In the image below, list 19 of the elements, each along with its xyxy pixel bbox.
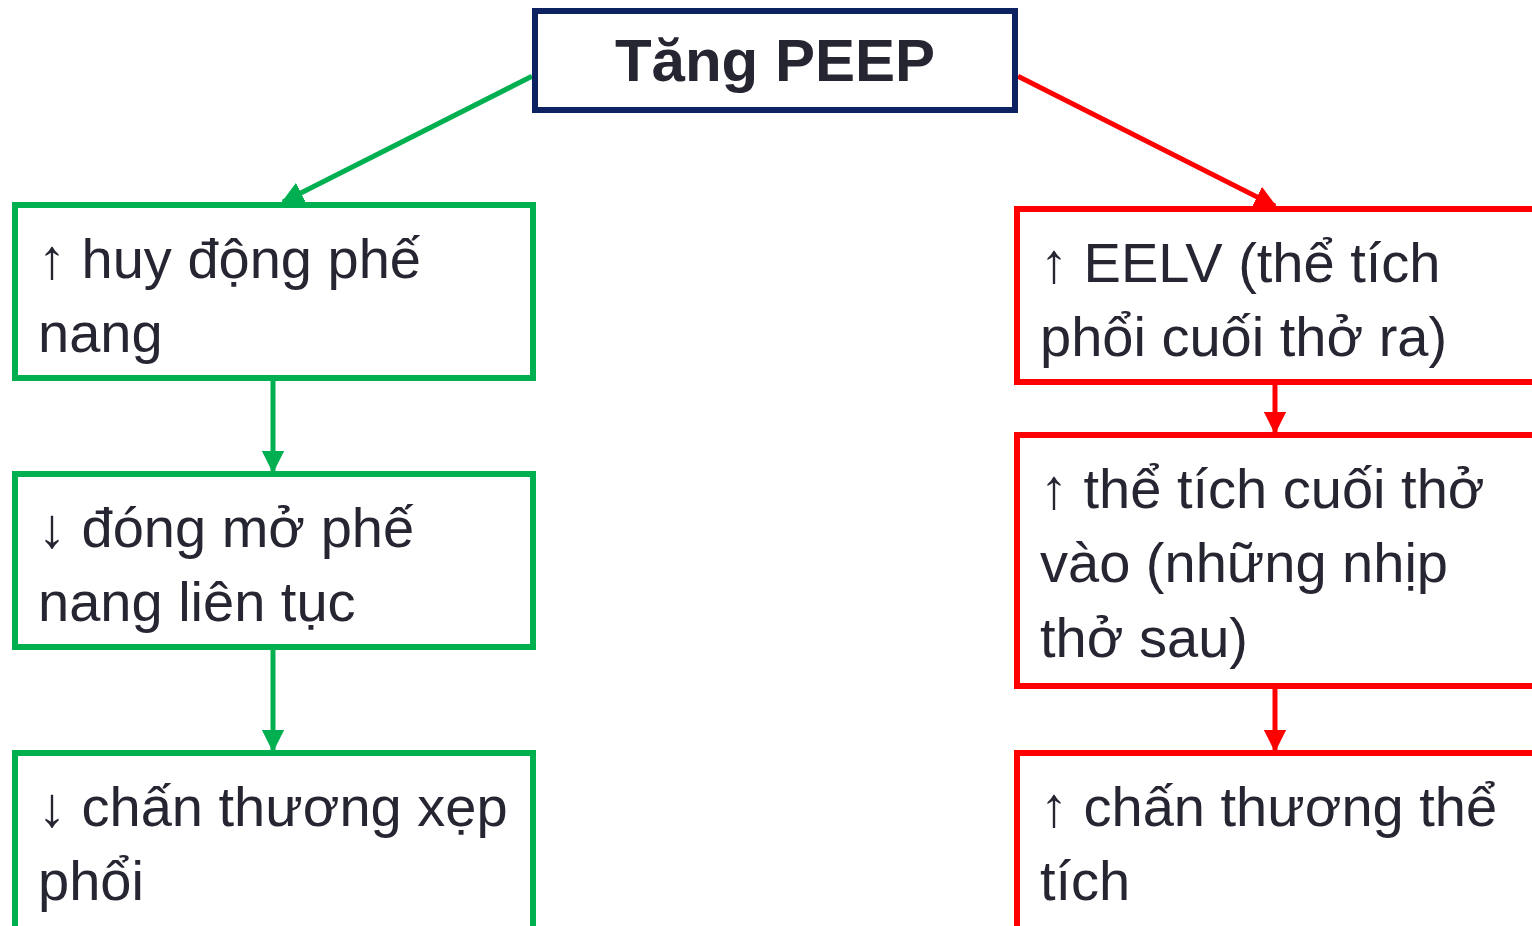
arrow xyxy=(1263,385,1287,435)
arrow xyxy=(261,381,285,474)
box-text: ↑ chấn thương thể tích xyxy=(1040,774,1499,915)
process-box xyxy=(12,471,536,650)
title-box xyxy=(532,8,1018,113)
arrow xyxy=(261,650,285,753)
process-box xyxy=(1014,432,1532,689)
box-text: ↑ huy động phế nang xyxy=(38,226,422,367)
process-box xyxy=(1014,206,1532,385)
box-text: ↑ thể tích cuối thở vào (những nhịp thở sau) xyxy=(1040,456,1486,671)
box-text: Tăng PEEP xyxy=(614,25,936,96)
box-text: ↓ đóng mở phế nang liên tục xyxy=(38,495,416,636)
box-text: ↑ EELV (thể tích phổi cuối thở ra) xyxy=(1040,230,1449,371)
arrow xyxy=(281,74,534,205)
process-box xyxy=(12,750,536,926)
process-box xyxy=(1014,750,1532,926)
box-text: ↓ chấn thương xẹp phổi xyxy=(38,774,509,915)
process-box xyxy=(12,202,536,381)
arrow xyxy=(1263,689,1287,753)
